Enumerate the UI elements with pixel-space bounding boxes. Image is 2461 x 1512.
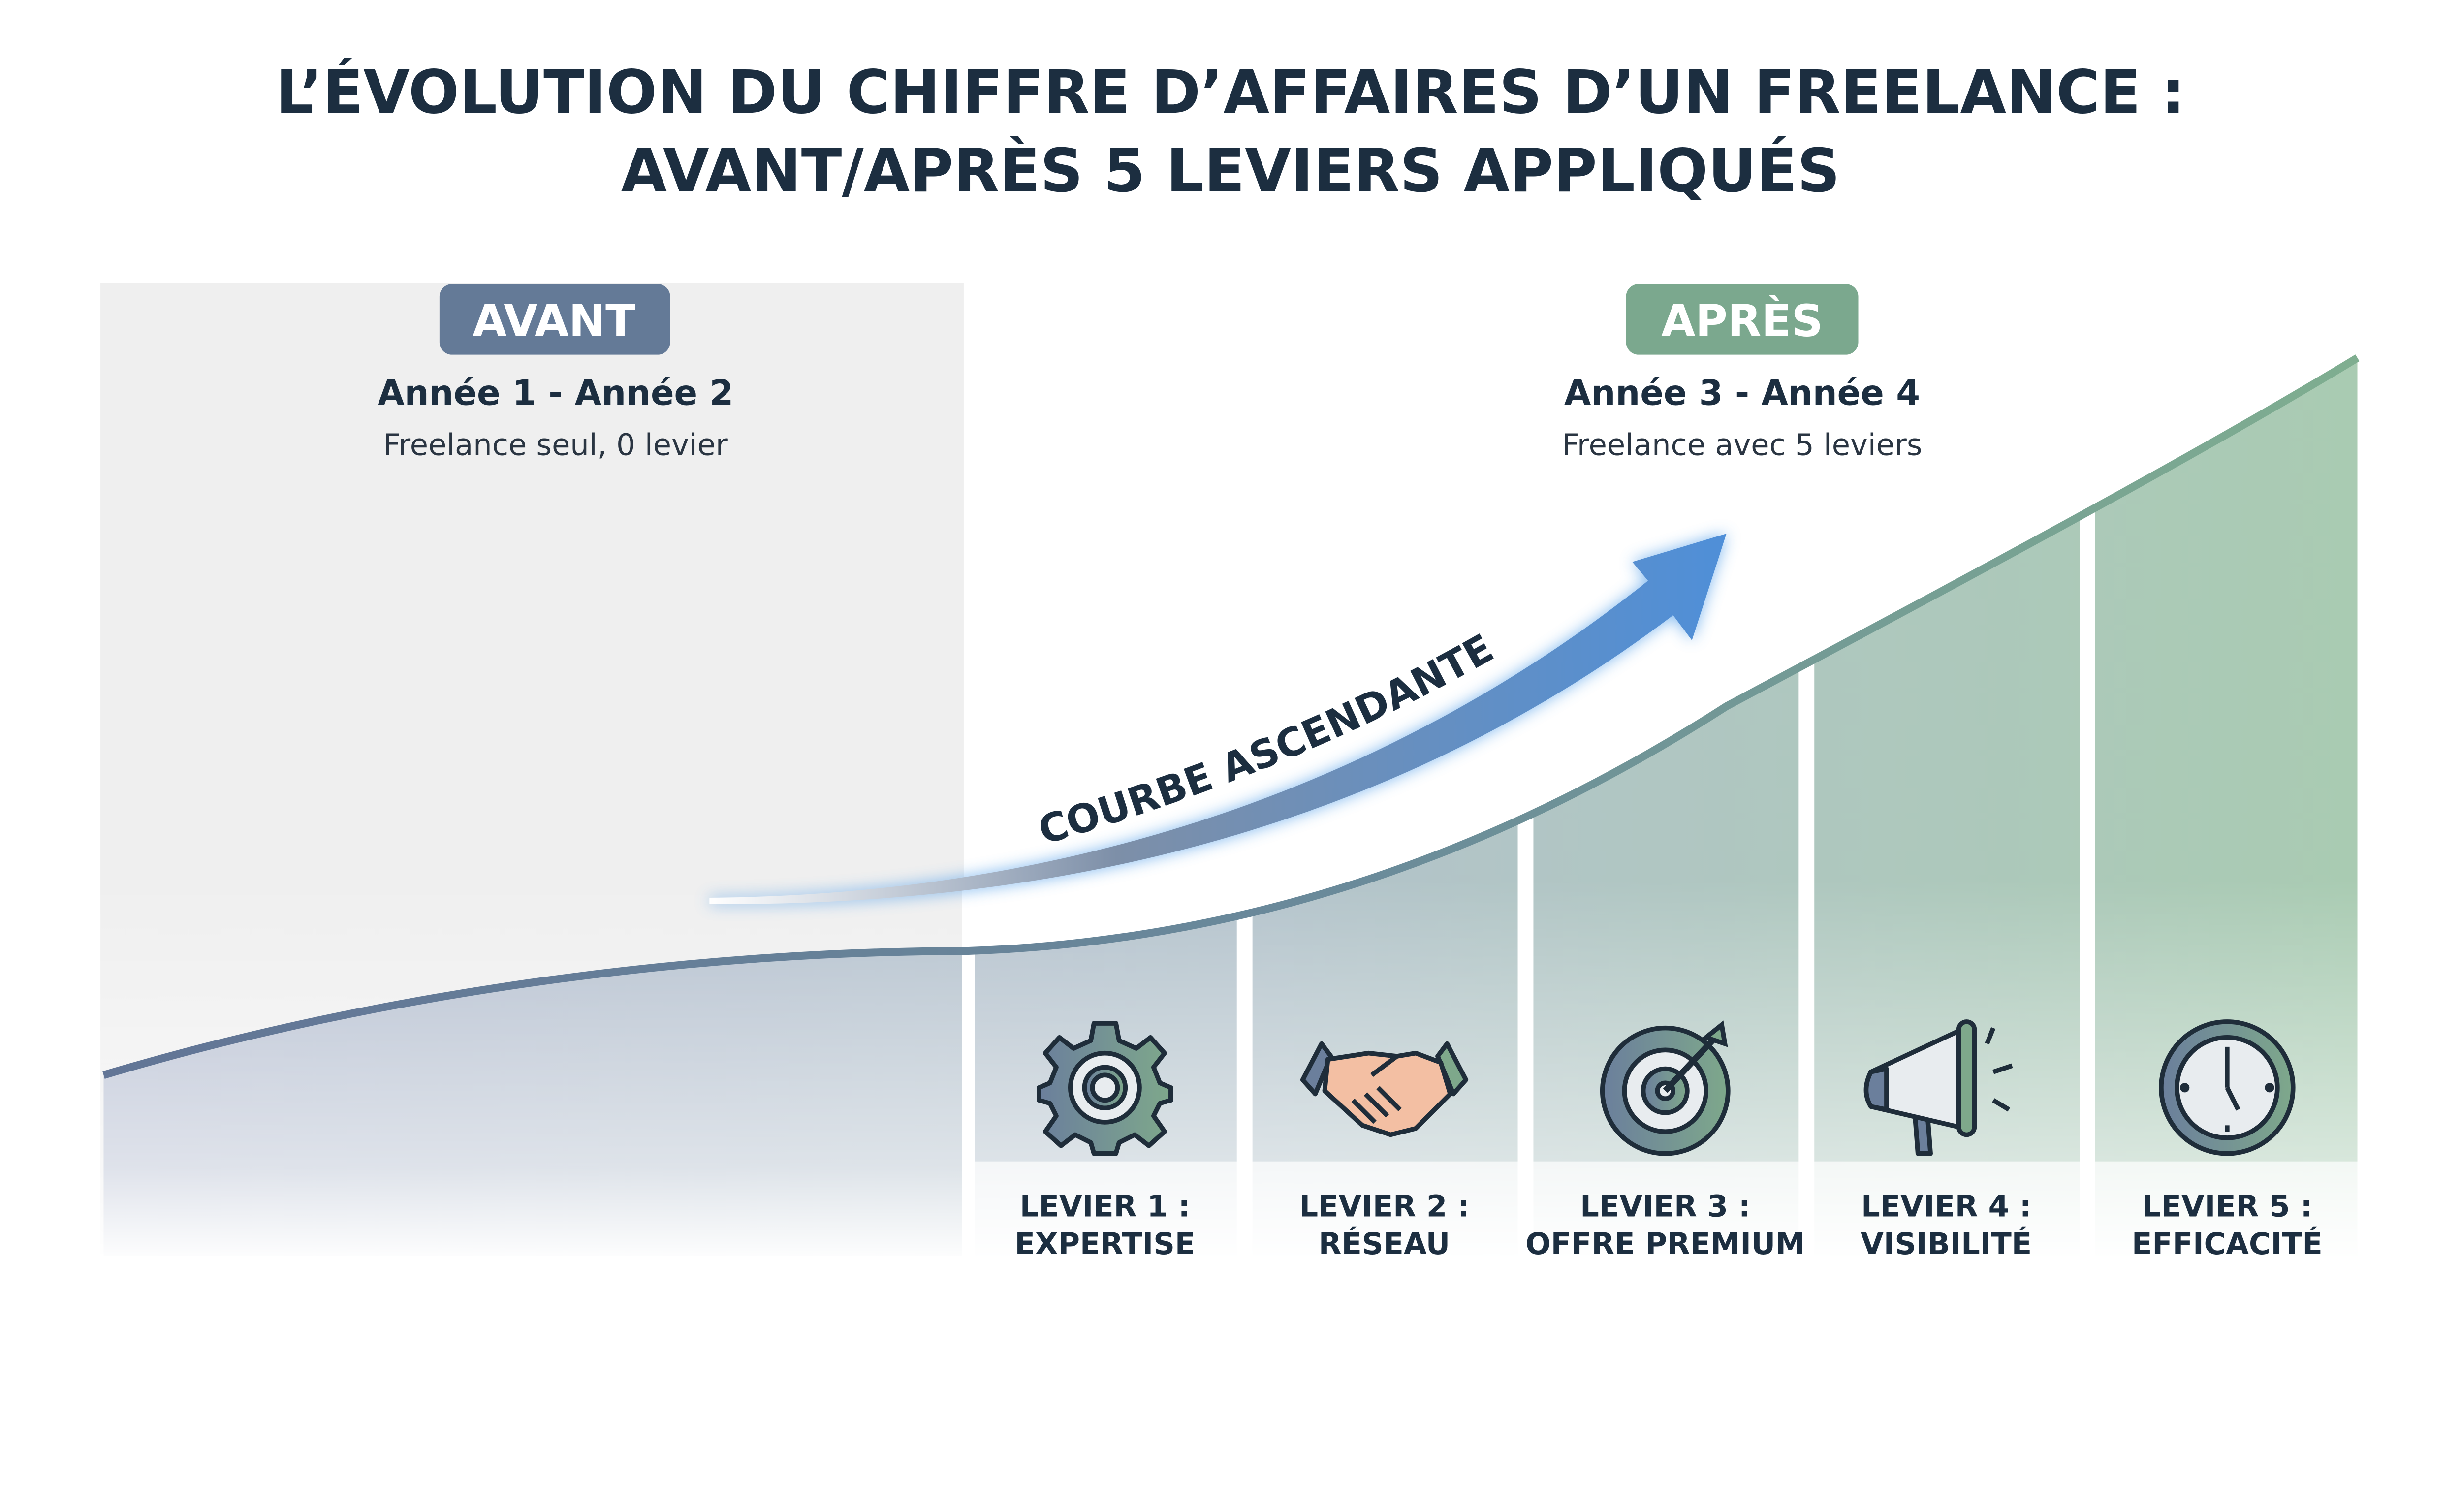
infographic: L’ÉVOLUTION DU CHIFFRE D’AFFAIRES D’UN F… — [94, 57, 2376, 1271]
bottom-fade — [963, 1161, 2376, 1271]
lever-3-line2: OFFRE PREMIUM — [1525, 1227, 1805, 1261]
title-line-1: L’ÉVOLUTION DU CHIFFRE D’AFFAIRES D’UN F… — [276, 58, 2185, 127]
before-badge-label: AVANT — [473, 295, 635, 346]
arrow-shape — [709, 534, 1727, 904]
before-description: Freelance seul, 0 levier — [383, 428, 728, 463]
lever-1-line1: LEVIER 1 : — [1020, 1189, 1190, 1224]
revenue-curve — [102, 354, 2360, 1079]
handshake-icon — [1300, 1041, 1469, 1137]
clock-icon — [2159, 1019, 2296, 1156]
lever-4-line2: VISIBILITÉ — [1861, 1226, 2032, 1261]
after-description: Freelance avec 5 leviers — [1562, 428, 1923, 463]
lever-1-line2: EXPERTISE — [1015, 1227, 1196, 1261]
megaphone-icon — [1863, 1019, 2013, 1156]
after-badge-label: APRÈS — [1661, 295, 1823, 346]
separator — [1798, 628, 1815, 1263]
title-line-2: AVANT/APRÈS 5 LEVIERS APPLIQUÉS — [621, 136, 1840, 206]
before-period: Année 1 - Année 2 — [378, 373, 733, 413]
lever-3-line1: LEVIER 3 : — [1580, 1189, 1750, 1224]
gear-icon — [1037, 1021, 1173, 1156]
lever-5-line2: EFFICACITÉ — [2132, 1226, 2323, 1261]
lever-4-line1: LEVIER 4 : — [1861, 1189, 2031, 1224]
lever-5-line1: LEVIER 5 : — [2142, 1189, 2312, 1224]
after-badge: APRÈS — [1626, 284, 1859, 355]
target-icon — [1600, 1020, 1731, 1156]
lever-2-line2: RÉSEAU — [1319, 1226, 1450, 1261]
before-badge: AVANT — [439, 284, 670, 355]
separator — [2080, 471, 2096, 1263]
lever-2-line1: LEVIER 2 : — [1299, 1189, 1469, 1224]
lever-labels: LEVIER 1 : EXPERTISE LEVIER 2 : RÉSEAU L… — [1015, 1189, 2323, 1261]
after-period: Année 3 - Année 4 — [1564, 373, 1920, 413]
